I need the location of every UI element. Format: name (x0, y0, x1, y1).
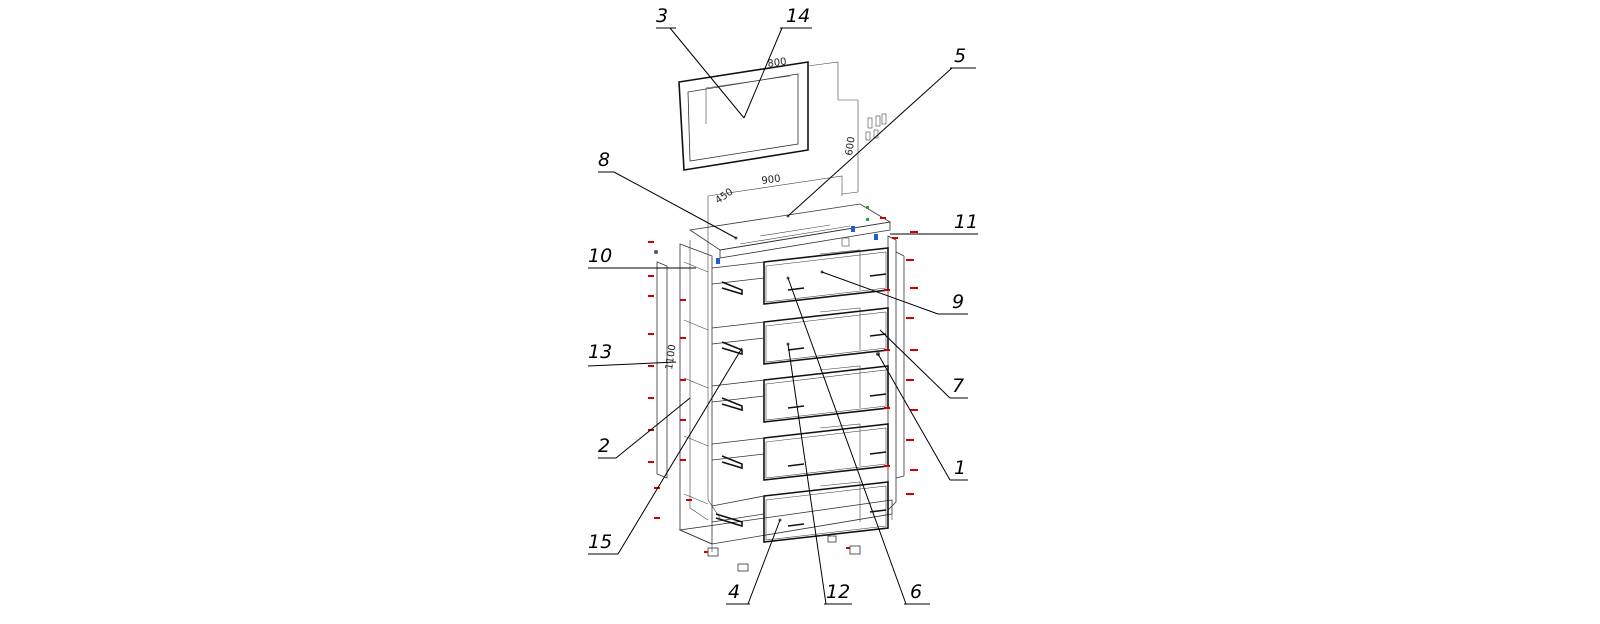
screws-right (880, 217, 918, 495)
drawer-5 (711, 481, 889, 543)
right-side-panel (887, 235, 905, 511)
fitting-dots (654, 214, 880, 522)
mirror (678, 61, 809, 171)
mirror-hardware (865, 113, 887, 141)
callout-15: 15 (588, 531, 612, 553)
drawer-1 (711, 247, 889, 305)
dimension-900: 900 (761, 173, 781, 187)
callout-8: 8 (598, 149, 610, 171)
callout-11: 11 (954, 211, 978, 233)
callout-labels: 3 14 5 8 11 10 9 13 7 2 1 15 4 12 6 (588, 5, 978, 603)
callout-7: 7 (952, 375, 964, 397)
screws-left (648, 241, 692, 519)
drawer-3 (711, 365, 889, 423)
dimension-lines: 800 600 900 450 1100 (664, 56, 859, 371)
callout-1: 1 (954, 457, 966, 479)
drawer-4 (711, 423, 889, 481)
callout-14: 14 (786, 5, 810, 27)
left-side-panel (656, 243, 713, 545)
dimension-600: 600 (844, 136, 858, 156)
support-feet (704, 535, 861, 572)
callout-5: 5 (954, 45, 966, 67)
dimension-450: 450 (713, 186, 735, 206)
callout-9: 9 (952, 291, 964, 313)
callout-6: 6 (910, 581, 922, 603)
leader-lines (587, 27, 978, 605)
callout-12: 12 (826, 581, 850, 603)
callout-4: 4 (728, 581, 740, 603)
callout-10: 10 (588, 245, 612, 267)
callout-13: 13 (588, 341, 612, 363)
drawer-rails (819, 249, 861, 522)
drawer-2 (711, 307, 889, 365)
dimension-800: 800 (767, 56, 787, 70)
top-panel (688, 203, 892, 259)
colored-fittings (716, 206, 878, 264)
dimension-1100: 1100 (664, 344, 678, 371)
back-panel (689, 232, 721, 521)
callout-3: 3 (656, 5, 668, 27)
callout-2: 2 (598, 435, 610, 457)
